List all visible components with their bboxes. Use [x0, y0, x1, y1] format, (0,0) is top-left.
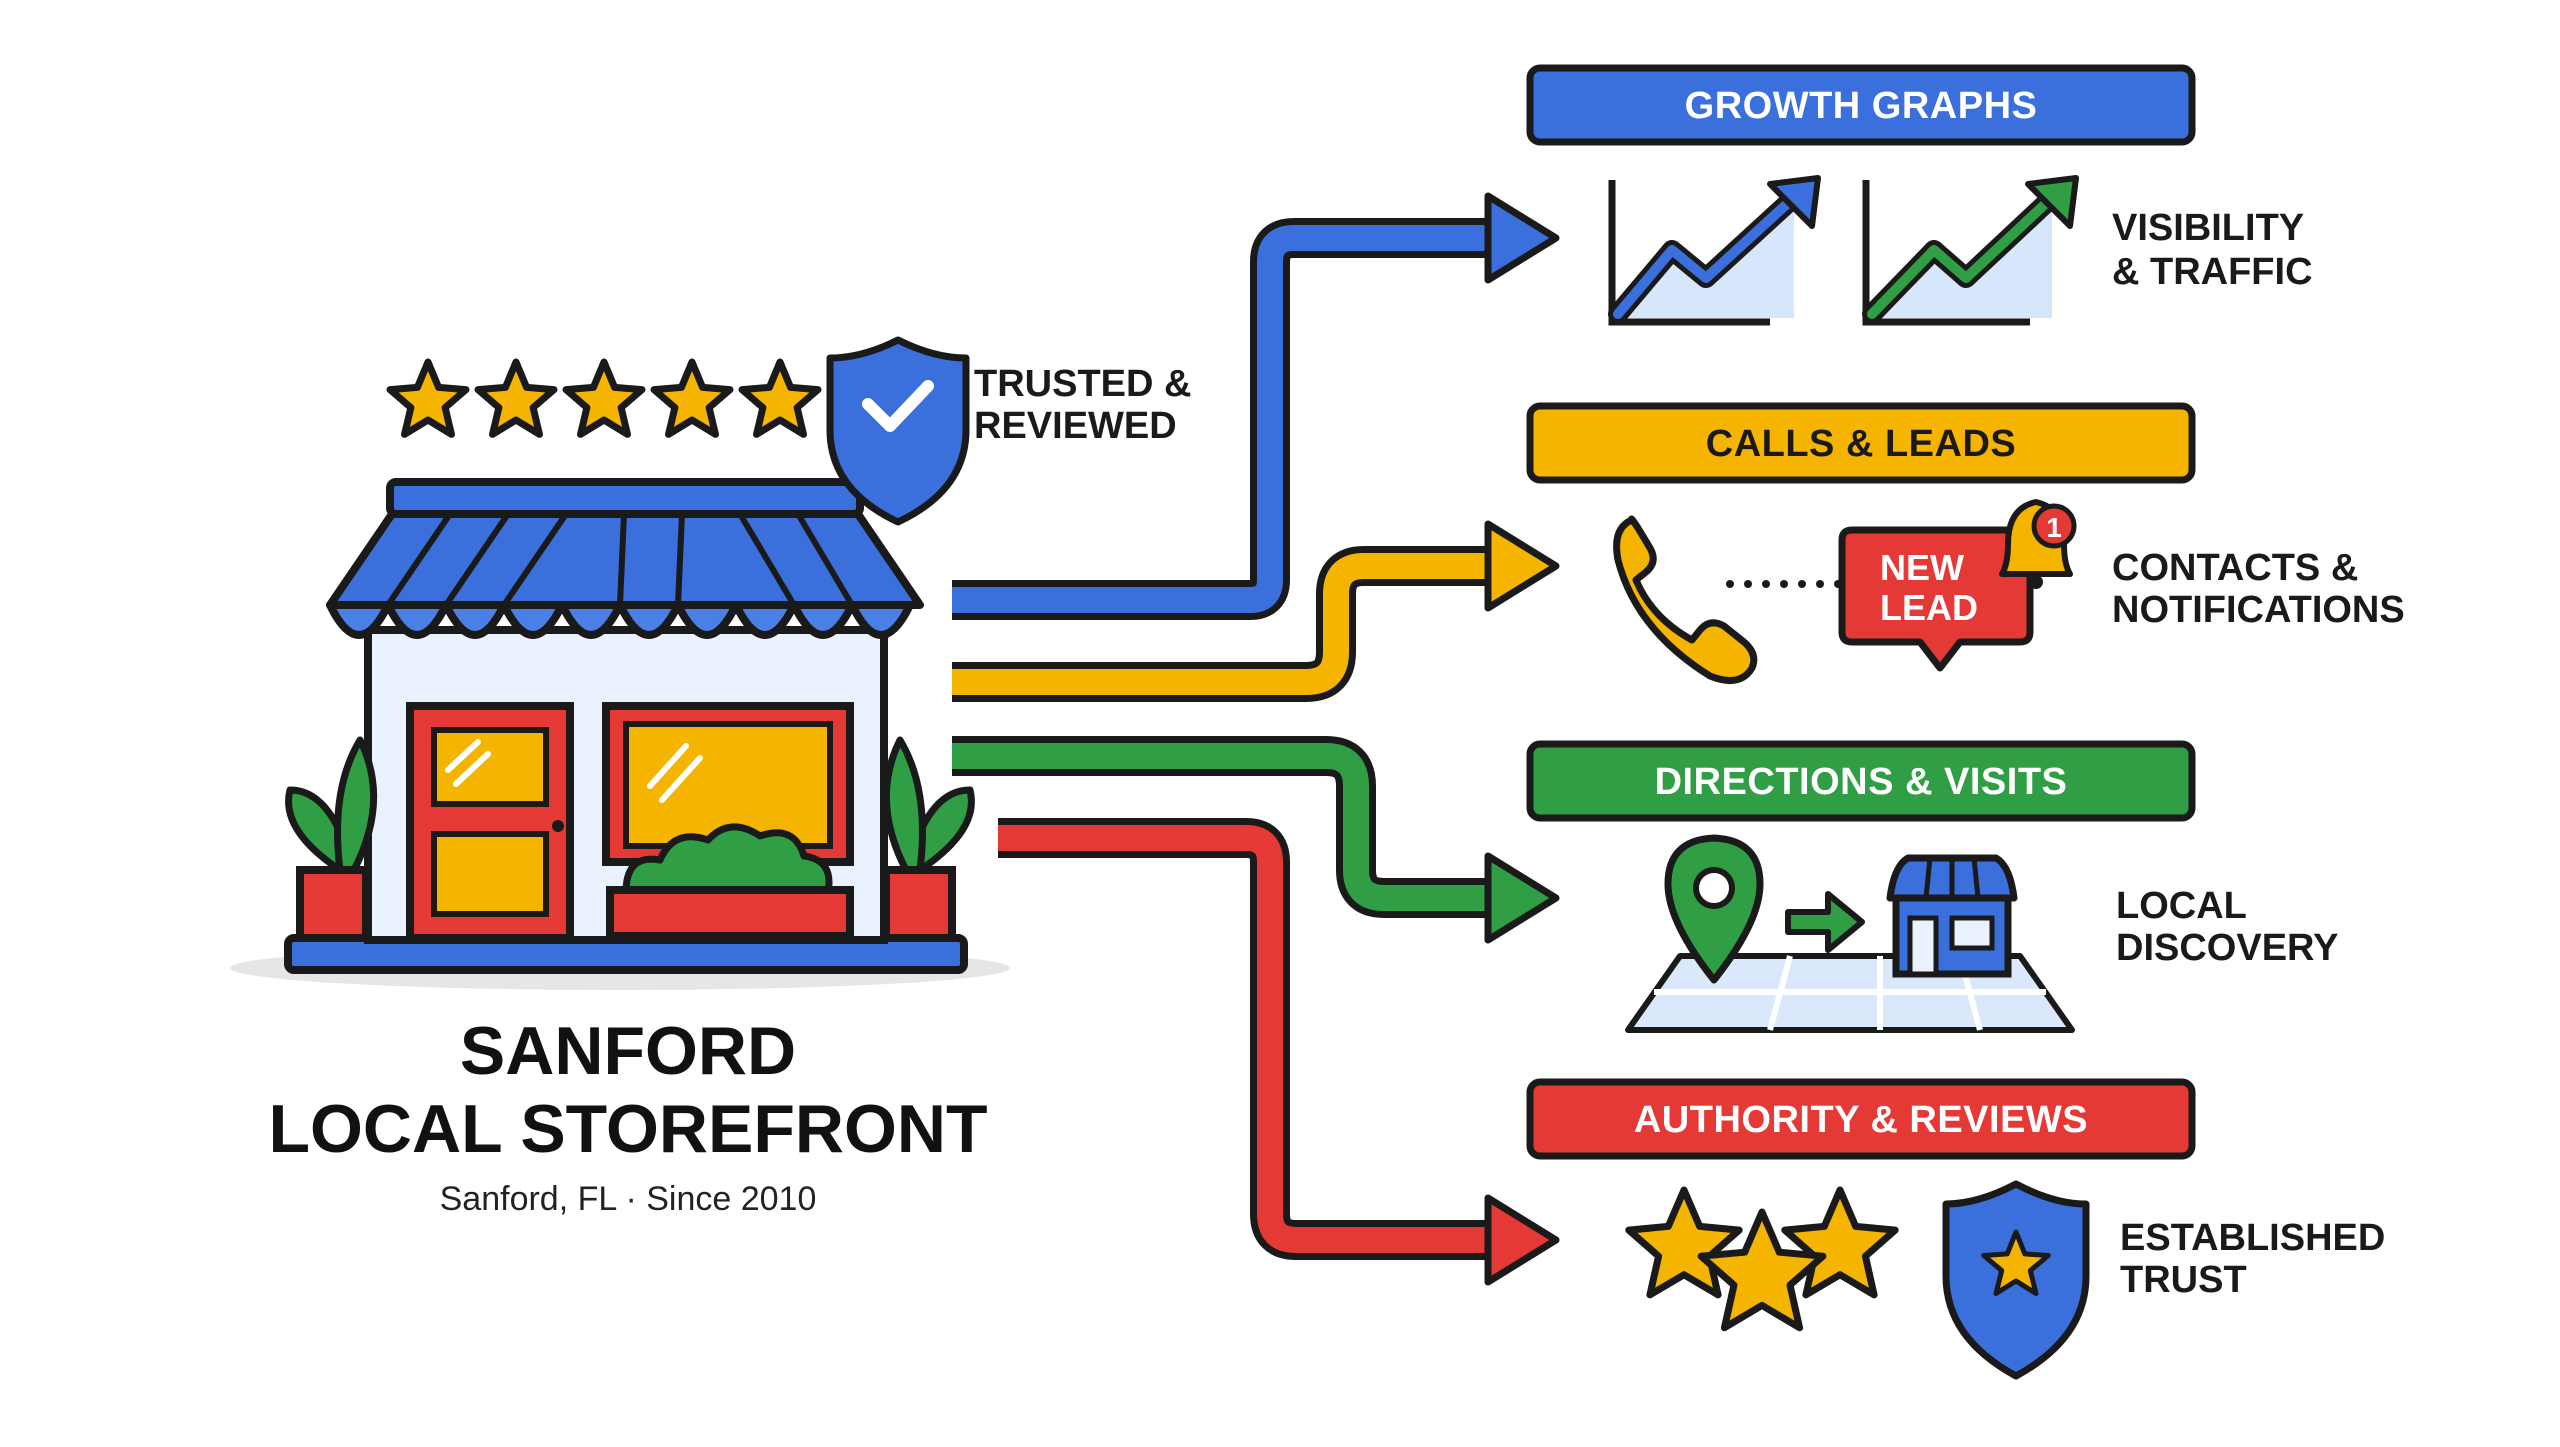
outcome-authority-reviews: AUTHORITY & REVIEWS ESTABLISHED TRUST [1526, 1078, 2385, 1380]
outcome-growth-graphs: GROWTH GRAPHS VISIBILITY & TRAFFIC [1526, 64, 2313, 326]
arrow-blue [952, 192, 1560, 620]
label-growth-line2: & TRAFFIC [2112, 251, 2313, 293]
storefront-subtitle: Sanford, FL · Since 2010 [440, 1180, 817, 1218]
storefront-illustration [230, 478, 1010, 990]
rating-star-icon [650, 358, 734, 438]
badge-label-line1: TRUSTED & [974, 363, 1191, 405]
map-pin-icon [1664, 834, 1764, 984]
store-icon [1886, 854, 2018, 978]
label-authority-line2: TRUST [2120, 1259, 2247, 1301]
rating-star-icon [386, 358, 470, 438]
label-authority-line1: ESTABLISHED [2120, 1217, 2385, 1259]
rating-star-icon [562, 358, 646, 438]
growth-chart-icon [1608, 175, 1821, 326]
arrow-red [998, 818, 1560, 1286]
header-calls-leads [1526, 402, 2196, 484]
storefront-title-line1: SANFORD [460, 1013, 796, 1089]
outcome-directions-visits: DIRECTIONS & VISITS LOCAL DISCOVERY [1526, 740, 2338, 1033]
awning [326, 510, 924, 639]
right-arrow-icon [1785, 891, 1865, 953]
label-calls-line2: NOTIFICATIONS [2112, 589, 2405, 631]
header-directions-visits-text: DIRECTIONS & VISITS [1655, 761, 2068, 803]
roof-bar [386, 478, 864, 518]
growth-chart-icon-2 [1862, 175, 2079, 326]
arrow-yellow [952, 520, 1560, 702]
header-authority-reviews [1526, 1078, 2196, 1160]
notification-count: 1 [2046, 512, 2062, 543]
planter-box [606, 823, 854, 940]
review-star-icon [1697, 1208, 1827, 1332]
label-directions-line1: LOCAL [2116, 885, 2247, 927]
flow-arrows [952, 192, 1560, 1286]
left-plant [285, 736, 378, 942]
arrow-green [952, 736, 1560, 944]
header-authority-reviews-text: AUTHORITY & REVIEWS [1634, 1099, 2088, 1141]
label-growth-line1: VISIBILITY [2112, 207, 2304, 249]
rating-star-icon [738, 358, 822, 438]
new-lead-text-1: NEW [1880, 547, 1964, 588]
badge-label-line2: REVIEWED [974, 405, 1177, 447]
shield-check-icon [826, 336, 970, 526]
outcome-calls-leads: CALLS & LEADS NEW LEAD 1 CONTACTS & NO [1526, 402, 2405, 684]
review-stars-icon [1625, 1186, 1899, 1332]
shield-star-icon [1942, 1180, 2090, 1380]
header-growth-graphs-text: GROWTH GRAPHS [1685, 85, 2038, 127]
dotted-connector [1726, 580, 1842, 588]
header-calls-leads-text: CALLS & LEADS [1706, 423, 2017, 465]
new-lead-bubble: NEW LEAD [1838, 526, 2034, 672]
storefront-title-line2: LOCAL STOREFRONT [268, 1091, 987, 1167]
notification-badge: 1 [2031, 503, 2077, 549]
header-directions-visits [1526, 740, 2196, 822]
phone-icon [1613, 515, 1758, 684]
rating-stars [386, 358, 822, 438]
door [406, 702, 574, 942]
header-growth-graphs [1526, 64, 2196, 146]
label-calls-line1: CONTACTS & [2112, 547, 2358, 589]
rating-star-icon [474, 358, 558, 438]
new-lead-text-2: LEAD [1880, 587, 1978, 628]
label-directions-line2: DISCOVERY [2116, 927, 2338, 969]
right-plant [882, 736, 975, 942]
